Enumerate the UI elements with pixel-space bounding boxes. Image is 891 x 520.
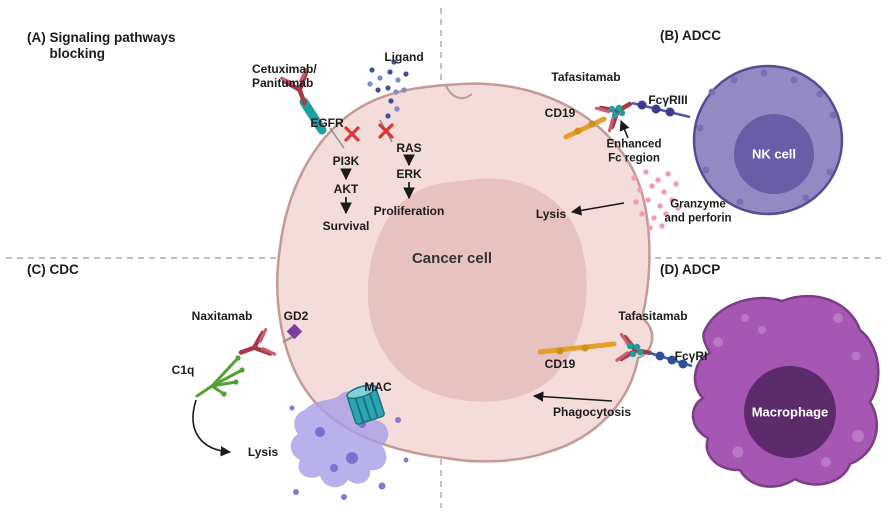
quadrant-divider-lines (6, 8, 884, 508)
cancer-cell-shape (276, 82, 654, 463)
ligand-dots (367, 59, 409, 119)
phagocytosis-arrow (532, 391, 613, 402)
macrophage-vesicles (713, 313, 864, 467)
fcgriii-receptor-icon (631, 100, 691, 119)
granzyme-perforin-dots (631, 169, 681, 231)
cetuximab-antibody-icon (282, 69, 317, 107)
enhanced-fc-beads (608, 104, 626, 119)
cancer-cell-inner-region (367, 178, 587, 402)
pathway-arrows (340, 154, 415, 215)
cd19-receptor-icon-b (563, 116, 607, 140)
enhanced-fc-arrow (619, 120, 630, 139)
nk-cell-nucleus (734, 114, 814, 194)
membrane-attack-complex-icon (346, 384, 385, 425)
tafasitamab-antibody-icon-b (597, 93, 637, 131)
naxitamab-antibody-icon (237, 330, 275, 365)
nk-cell-speckles (696, 69, 837, 206)
cd19-receptor-icon-d (537, 341, 617, 355)
lysis-curved-arrow (192, 399, 232, 457)
inhibition-x-icon-left (344, 126, 360, 142)
egfr-receptor-icon (299, 97, 327, 135)
lysis-arrow (570, 202, 625, 216)
macrophage-shape (691, 294, 880, 488)
nk-cell-shape (692, 64, 844, 216)
enhanced-fc-beads-d (626, 342, 644, 358)
inhibition-x-icon-right (378, 123, 394, 139)
c1q-complement-icon (195, 355, 245, 398)
macrophage-nucleus (744, 366, 836, 458)
fcgri-receptor-icon (649, 351, 693, 369)
